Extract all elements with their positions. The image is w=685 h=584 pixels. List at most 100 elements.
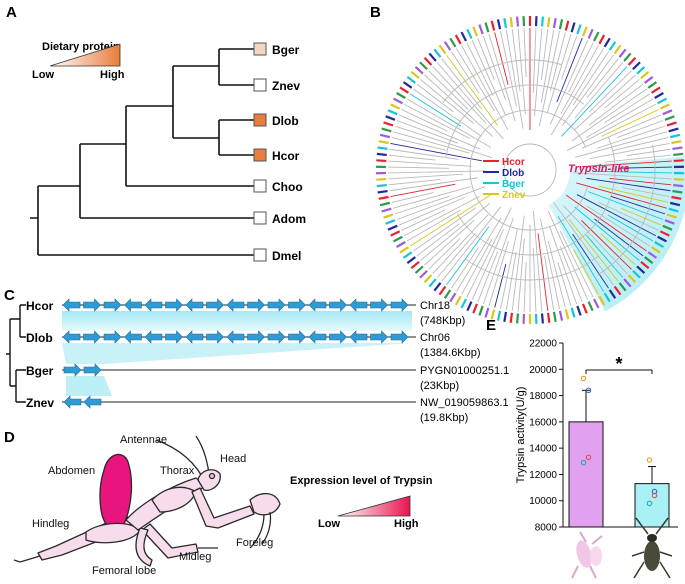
taxon-label: Adom <box>272 212 306 226</box>
tip-mark <box>636 66 646 75</box>
tip-mark <box>385 115 396 121</box>
tip-mark <box>632 61 641 71</box>
tree-branch <box>505 29 524 129</box>
tree-branch <box>494 32 509 85</box>
tip-mark <box>449 37 457 48</box>
tip-mark <box>376 159 387 163</box>
tip-mark <box>671 195 682 200</box>
synteny-band-dlob-bger <box>62 343 412 364</box>
taxon-label: Dmel <box>272 249 301 263</box>
tree-branch <box>561 66 628 137</box>
tree-branch <box>547 210 589 300</box>
tree-branch <box>588 70 632 113</box>
tip-mark <box>399 246 410 254</box>
tree-branch <box>594 218 644 257</box>
y-tick-label: 20000 <box>529 365 557 376</box>
tip-mark <box>650 246 661 254</box>
tip-mark <box>390 103 401 110</box>
data-point <box>585 454 592 461</box>
tip-mark <box>603 292 611 303</box>
tip-mark <box>654 241 664 248</box>
y-tick-label: 8000 <box>535 523 558 534</box>
gene-arrow <box>226 330 245 344</box>
tree-branch <box>446 54 499 126</box>
tip-mark <box>443 41 452 51</box>
tree-branch <box>540 29 549 80</box>
tree-branch <box>403 196 480 237</box>
gene-arrow <box>267 298 286 312</box>
tip-mark <box>593 31 600 42</box>
tree-branch <box>436 233 476 278</box>
tree-branch <box>398 197 465 226</box>
expression-legend-low: Low <box>318 518 340 530</box>
tree-branch <box>572 233 609 289</box>
tree-branch <box>390 142 482 162</box>
taxon-label: Dlob <box>272 114 299 128</box>
tree-branch <box>396 120 458 144</box>
tip-mark <box>647 81 658 89</box>
y-tick-label: 12000 <box>529 470 557 481</box>
tree-branch <box>388 178 441 186</box>
tree-branch <box>581 220 632 270</box>
tip-mark <box>393 235 403 243</box>
tip-mark <box>516 313 520 324</box>
tip-mark <box>673 183 684 188</box>
expression-legend: Expression level of Trypsin Low High <box>290 475 433 530</box>
tree-branch <box>406 98 492 148</box>
tip-mark <box>672 189 683 194</box>
abdomen-shape <box>99 453 133 530</box>
tree-branch <box>401 209 446 231</box>
tree-internal-arc <box>469 109 588 231</box>
tree-branch <box>494 263 507 308</box>
tree-branch <box>409 192 494 247</box>
tip-mark <box>636 265 646 274</box>
tip-mark <box>396 92 406 99</box>
tip-mark <box>490 20 496 31</box>
trypsin-clade-highlight <box>548 156 685 312</box>
tree-internal-arc <box>445 84 585 157</box>
legend-item-bger: Bger <box>483 179 525 190</box>
tip-mark <box>593 298 600 309</box>
cricket-thumbnail <box>631 517 673 579</box>
tree-branch <box>559 230 594 298</box>
taxon-label: Bger <box>272 43 300 57</box>
tip-mark <box>478 24 484 35</box>
tree-branch <box>428 238 461 270</box>
tip-mark <box>598 34 606 45</box>
tree-branch <box>390 183 456 198</box>
tree-branch <box>586 58 619 99</box>
tip-mark <box>414 66 424 75</box>
tree-branch <box>539 218 560 309</box>
tree-branch <box>391 192 434 203</box>
tree-branch <box>488 33 516 122</box>
expression-legend-high: High <box>394 518 419 530</box>
diet-box <box>253 113 267 127</box>
taxon-label: Znev <box>272 79 300 93</box>
tip-mark <box>423 274 433 284</box>
tree-branch <box>586 98 654 138</box>
tree-branch <box>401 109 448 132</box>
tip-mark <box>608 289 617 299</box>
scaffold-size: (23Kbp) <box>420 380 459 392</box>
tree-branch <box>446 226 490 286</box>
tree-branch <box>548 225 578 305</box>
tree-branch <box>607 214 654 242</box>
tree-branch <box>568 42 594 93</box>
tip-mark <box>618 48 627 58</box>
gene-arrow <box>144 330 163 344</box>
tree-branch <box>428 70 469 110</box>
tree-branch <box>466 42 494 96</box>
tip-mark <box>460 31 467 42</box>
gene-arrow <box>288 298 306 312</box>
legend-label: Znev <box>502 190 526 201</box>
tip-mark <box>570 307 576 318</box>
tip-mark <box>376 183 387 188</box>
tip-mark <box>659 103 670 110</box>
tree-branch <box>574 206 640 261</box>
tip-mark <box>564 309 570 320</box>
tree-branch <box>391 137 447 151</box>
tip-mark <box>603 37 611 48</box>
tree-branch <box>420 79 475 124</box>
tip-mark <box>402 251 413 259</box>
tip-mark <box>552 17 557 29</box>
